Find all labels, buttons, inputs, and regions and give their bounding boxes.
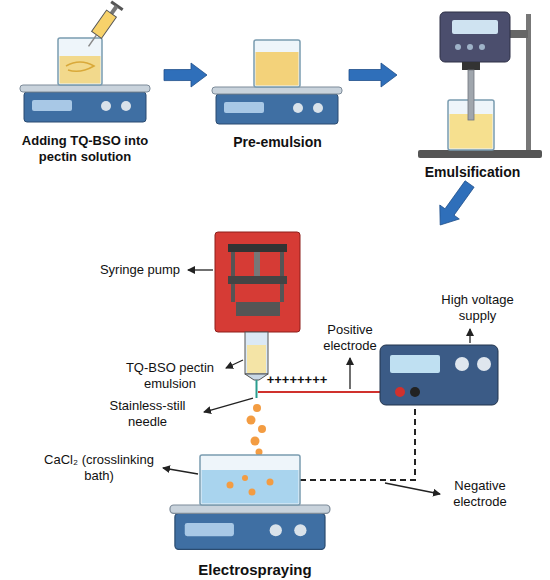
callout-label: Positive electrode	[300, 322, 400, 354]
process-stage: Electrospraying	[20, 228, 490, 578]
callout-label: Syringe pump	[95, 262, 185, 278]
step-caption: Pre-emulsion	[233, 134, 322, 150]
callout-label: Stainless-still needle	[95, 398, 200, 430]
process-step: Emulsification	[400, 5, 545, 180]
step-caption: Emulsification	[425, 164, 521, 180]
process-step: Adding TQ-BSO into pectin solution	[10, 10, 160, 165]
callout-label: ++++++++	[262, 372, 332, 388]
step1-illustration	[20, 1, 150, 122]
callout-label: TQ-BSO pectin emulsion	[118, 360, 222, 392]
callout-label: High voltage supply	[425, 292, 530, 324]
flow-arrow	[349, 63, 397, 87]
step2-illustration	[212, 40, 342, 124]
callout-label: Negative electrode	[430, 478, 530, 510]
step-caption: Adding TQ-BSO into pectin solution	[10, 133, 160, 165]
flow-arrow	[164, 63, 207, 87]
electrospray-illustration	[170, 232, 498, 549]
leader-lines	[163, 270, 470, 494]
homogenizer-illustration	[418, 12, 542, 158]
callout-label: CaCl₂ (crosslinking bath)	[40, 452, 158, 484]
flow-arrow	[440, 181, 474, 225]
process-step: Pre-emulsion	[210, 25, 345, 150]
step-caption: Electrospraying	[198, 562, 311, 578]
